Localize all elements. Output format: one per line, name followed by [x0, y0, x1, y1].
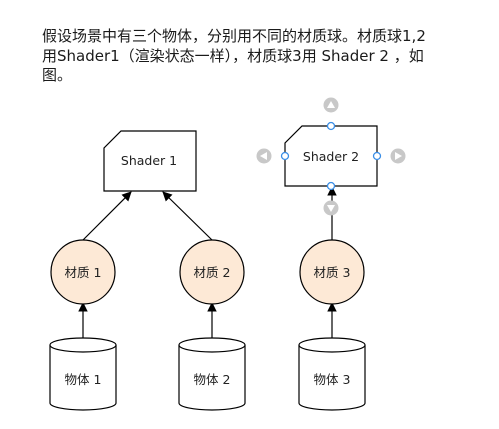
selection-handle-right[interactable]	[372, 151, 382, 161]
shader-2-node[interactable]: Shader 2	[284, 125, 378, 187]
material-2-node[interactable]: 材质 2	[179, 239, 245, 305]
material-3-label: 材质 3	[314, 265, 351, 280]
description-text: 假设场景中有三个物体，分别用不同的材质球。材质球1,2 用Shader1（渲染状…	[42, 27, 462, 86]
object-3-label: 物体 3	[314, 372, 351, 387]
selection-handle-top[interactable]	[326, 121, 336, 131]
description-line-2: 用Shader1（渲染状态一样），材质球3用 Shader 2 ，如	[42, 46, 424, 65]
object-1-label: 物体 1	[65, 372, 102, 387]
object-1-node[interactable]: 物体 1	[49, 337, 117, 411]
shader-2-label: Shader 2	[303, 149, 359, 164]
object-2-node[interactable]: 物体 2	[178, 337, 246, 411]
material-2-label: 材质 2	[194, 265, 231, 280]
object-3-node[interactable]: 物体 3	[298, 337, 366, 411]
selection-handle-bottom[interactable]	[326, 181, 336, 191]
material-1-node[interactable]: 材质 1	[50, 239, 116, 305]
material-1-label: 材质 1	[65, 265, 102, 280]
selection-handle-left[interactable]	[280, 151, 290, 161]
connect-arrow-down-icon[interactable]	[323, 200, 339, 216]
description-line-1: 假设场景中有三个物体，分别用不同的材质球。材质球1,2	[42, 27, 426, 45]
description-line-3: 图。	[42, 66, 73, 84]
object-2-label: 物体 2	[194, 372, 231, 387]
edge-material1-shader1[interactable]	[82, 191, 132, 241]
connect-arrow-up-icon[interactable]	[323, 97, 339, 113]
material-3-node[interactable]: 材质 3	[299, 239, 365, 305]
shader-1-node[interactable]: Shader 1	[103, 130, 197, 192]
connect-arrow-right-icon[interactable]	[390, 148, 406, 164]
shader-1-label: Shader 1	[121, 153, 177, 168]
edge-material2-shader1[interactable]	[162, 191, 213, 241]
connect-arrow-left-icon[interactable]	[256, 148, 272, 164]
